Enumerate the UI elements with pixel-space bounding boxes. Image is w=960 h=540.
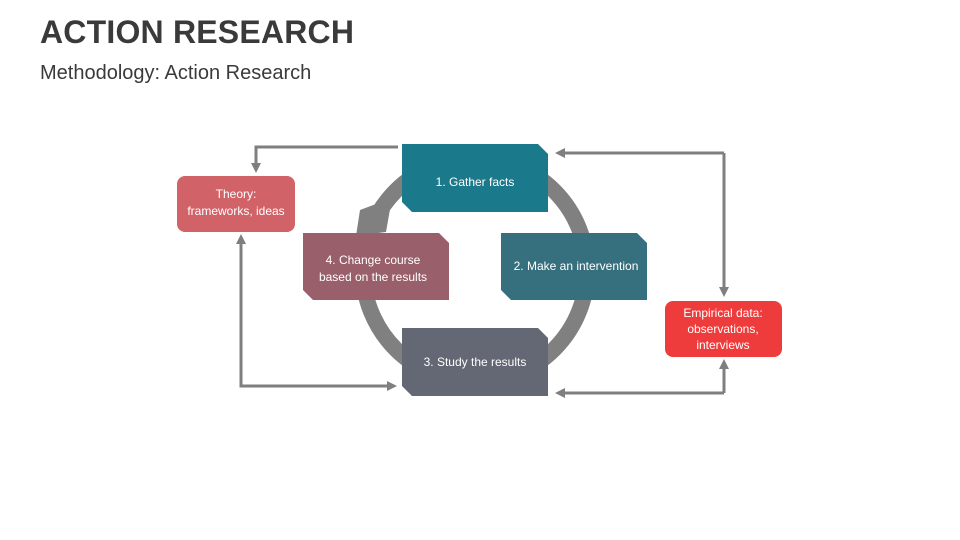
step-2-box — [501, 233, 647, 300]
connectors — [236, 145, 729, 398]
step-3-label: 3. Study the results — [424, 355, 527, 369]
step-2-label: 2. Make an intervention — [514, 259, 639, 273]
empirical-line-1: Empirical data: — [683, 306, 762, 320]
connector-gather-to-theory — [251, 145, 398, 173]
theory-box: Theory: frameworks, ideas — [177, 176, 295, 232]
theory-box-shape — [177, 176, 295, 232]
page-subtitle: Methodology: Action Research — [40, 62, 312, 84]
step-2-make-intervention: 2. Make an intervention — [501, 233, 647, 300]
empirical-data-box-shape — [665, 301, 782, 357]
step-3-study-results: 3. Study the results — [402, 328, 548, 396]
empirical-line-2: observations, — [687, 322, 758, 336]
empirical-data-box: Empirical data: observations, interviews — [665, 301, 782, 357]
step-4-label-line-2: based on the results — [319, 270, 427, 284]
cycle-arrow-head-base — [356, 198, 392, 236]
step-4-box — [303, 233, 449, 300]
step-1-gather-facts: 1. Gather facts — [402, 144, 548, 212]
step-4-label-line-1: 4. Change course — [326, 253, 421, 267]
theory-line-2: frameworks, ideas — [187, 204, 284, 218]
theory-line-1: Theory: — [216, 187, 257, 201]
step-1-label: 1. Gather facts — [436, 175, 515, 189]
empirical-line-3: interviews — [696, 338, 749, 352]
step-3-box — [402, 328, 548, 396]
step-4-change-course: 4. Change course based on the results — [303, 233, 449, 300]
step-1-box — [402, 144, 548, 212]
page-title: ACTION RESEARCH — [40, 14, 355, 50]
